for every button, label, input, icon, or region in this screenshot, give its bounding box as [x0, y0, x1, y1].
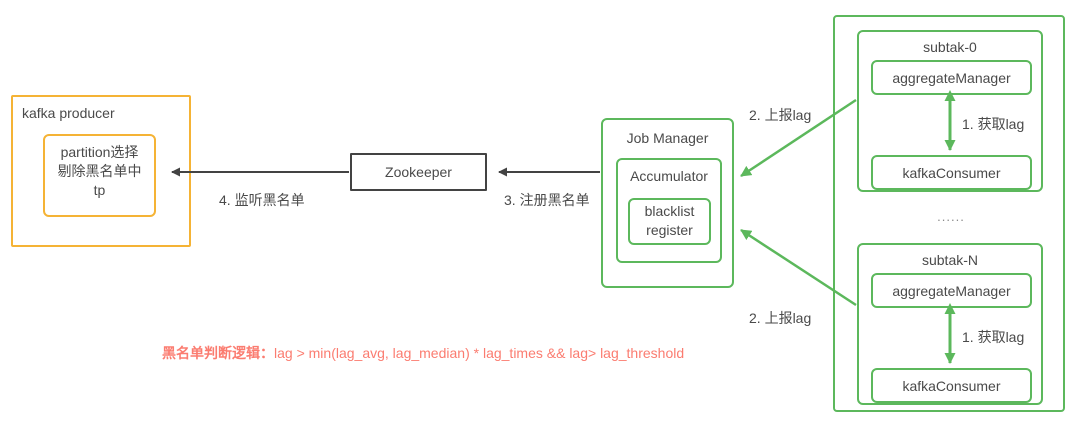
subtask-0-title: subtak-0 [923, 39, 977, 55]
label-report-lag-top: 2. 上报lag [749, 107, 812, 123]
blacklist-formula: 黑名单判断逻辑：lag > min(lag_avg, lag_median) *… [162, 343, 684, 363]
label-report-lag-bottom: 2. 上报lag [749, 310, 812, 326]
blacklist-formula-prefix: 黑名单判断逻辑： [162, 345, 274, 361]
blacklist-register-line1: blacklist [644, 203, 695, 219]
zookeeper-label: Zookeeper [385, 164, 452, 180]
zookeeper-box [350, 153, 487, 191]
subtask-n-kafka-consumer-box [871, 368, 1032, 403]
partition-select-box [43, 134, 156, 217]
subtask-0-kafka-consumer-box [871, 155, 1032, 190]
subtask-0-aggregate-manager-label: aggregateManager [892, 70, 1011, 86]
label-register-blacklist: 3. 注册黑名单 [504, 192, 590, 208]
partition-select-line2: 剔除黑名单中 [57, 163, 142, 179]
job-manager-label: Job Manager [626, 130, 709, 146]
blacklist-formula-expression: lag > min(lag_avg, lag_median) * lag_tim… [274, 345, 685, 361]
subtask-0-fetch-lag-label: 1. 获取lag [962, 116, 1025, 132]
subtask-0-kafka-consumer-label: kafkaConsumer [902, 165, 1001, 181]
accumulator-label: Accumulator [630, 168, 708, 184]
subtasks-ellipsis: ...... [937, 209, 965, 224]
subtask-n-title: subtak-N [921, 252, 979, 268]
subtask-0-aggregate-manager-box [871, 60, 1032, 95]
subtask-n-fetch-lag-label: 1. 获取lag [962, 329, 1025, 345]
blacklist-register-box [628, 198, 711, 245]
partition-select-line3: tp [93, 182, 106, 198]
subtask-n-aggregate-manager-label: aggregateManager [892, 283, 1011, 299]
blacklist-register-line2: register [646, 222, 693, 238]
partition-select-line1: partition选择 [60, 144, 139, 160]
subtask-n-kafka-consumer-label: kafkaConsumer [902, 378, 1001, 394]
kafka-producer-label: kafka producer [22, 105, 115, 121]
label-watch-blacklist: 4. 监听黑名单 [219, 192, 305, 208]
